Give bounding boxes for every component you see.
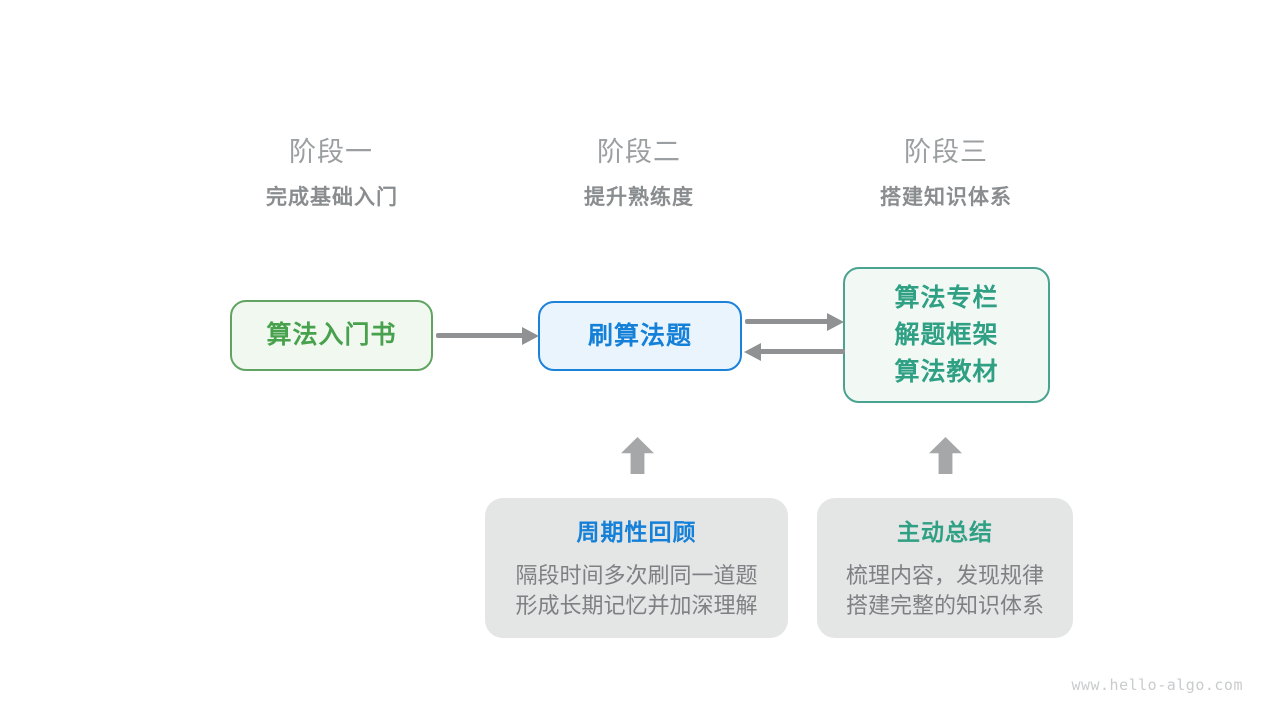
callout-title: 周期性回顾 [576,519,697,545]
arrow-book-to-practice-line [436,333,524,338]
node-knowledge-resources: 算法专栏 解题框架 算法教材 [843,267,1050,403]
arrow-right-icon [522,327,539,345]
stage-1-subtitle: 完成基础入门 [266,186,398,209]
node-label: 算法入门书 [266,321,397,349]
arrow-resources-to-practice-line [759,349,845,354]
callout-body-line: 梳理内容，发现规律 [845,563,1044,588]
stage-2-label: 阶段二 [597,137,681,167]
stage-3-subtitle: 搭建知识体系 [880,186,1012,209]
node-label: 算法专栏 [894,283,999,312]
arrow-left-icon [744,343,761,361]
node-practice-problems: 刷算法题 [538,301,742,371]
arrow-up-icon [621,437,654,474]
node-label: 解题框架 [894,320,999,349]
callout-body-line: 隔段时间多次刷同一道题 [515,563,758,588]
callout-title: 主动总结 [897,519,993,545]
node-algorithm-intro-book: 算法入门书 [230,300,433,371]
arrow-practice-to-resources-line [745,319,829,324]
watermark: www.hello-algo.com [1071,676,1243,694]
arrow-up-icon [929,437,962,474]
callout-active-summary: 主动总结 梳理内容，发现规律 搭建完整的知识体系 [817,498,1073,638]
callout-periodic-review: 周期性回顾 隔段时间多次刷同一道题 形成长期记忆并加深理解 [485,498,788,638]
stage-1-label: 阶段一 [289,137,373,167]
callout-body: 隔段时间多次刷同一道题 形成长期记忆并加深理解 [515,561,757,621]
node-label: 算法教材 [894,357,999,386]
arrow-right-icon [827,313,844,331]
stage-2-subtitle: 提升熟练度 [584,186,694,209]
stage-3-label: 阶段三 [904,137,988,167]
callout-body-line: 搭建完整的知识体系 [845,593,1044,618]
node-label: 刷算法题 [587,321,692,350]
callout-body: 梳理内容，发现规律 搭建完整的知识体系 [846,561,1044,621]
callout-body-line: 形成长期记忆并加深理解 [515,593,758,618]
